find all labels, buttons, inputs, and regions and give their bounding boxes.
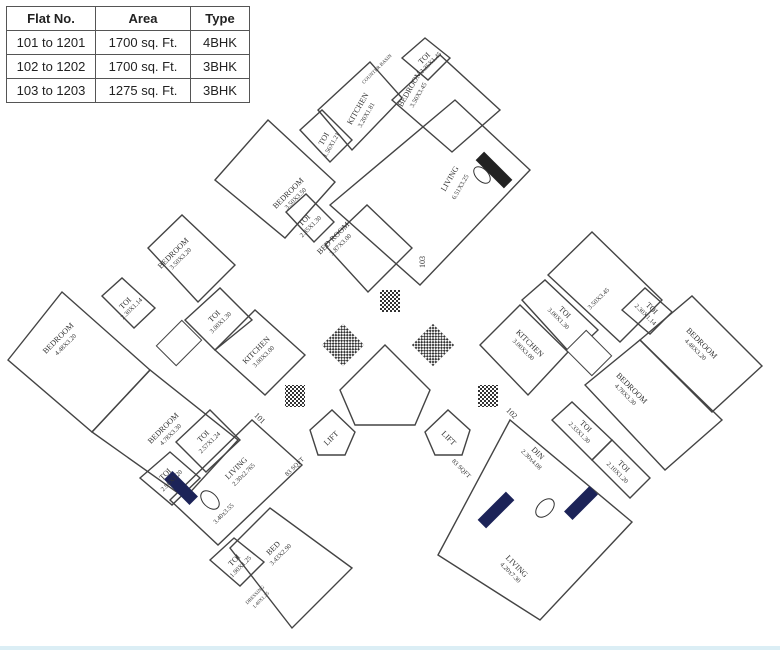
cell-flat-no: 103 to 1203 bbox=[6, 78, 96, 103]
hatched-duct bbox=[411, 323, 455, 367]
room-kitchen-103 bbox=[317, 61, 403, 152]
flat-spec-table: Flat No. Area Type 101 to 1201 1700 sq. … bbox=[6, 6, 250, 103]
room-bedroom-102c bbox=[583, 339, 724, 471]
room-living-102 bbox=[437, 418, 634, 621]
cell-type: 3BHK bbox=[190, 78, 250, 103]
lift-right bbox=[424, 409, 471, 456]
label-lift-right: LIFT bbox=[440, 429, 458, 447]
lift-left bbox=[309, 409, 356, 456]
flat-101 bbox=[7, 214, 354, 630]
table-header-row: Flat No. Area Type bbox=[6, 6, 250, 31]
sofa-icon bbox=[475, 151, 513, 189]
flat-103 bbox=[213, 37, 531, 294]
room-toi-103c bbox=[285, 193, 335, 244]
sofa-icon bbox=[164, 471, 198, 505]
room-bedroom-102b bbox=[638, 295, 764, 413]
room-bedroom-101c bbox=[90, 369, 240, 499]
hatched-duct bbox=[478, 385, 498, 407]
room-toi-102a bbox=[521, 279, 600, 357]
room-toi-101c bbox=[174, 409, 242, 473]
room-toi-101b bbox=[183, 287, 254, 351]
label-shaft-102: 83 SQFT bbox=[450, 458, 472, 480]
cell-flat-no: 101 to 1201 bbox=[6, 30, 96, 55]
room-bedroom-103b bbox=[213, 118, 336, 239]
room-toi-101e bbox=[208, 537, 266, 587]
room-kitchen-101 bbox=[213, 309, 307, 396]
table-icon bbox=[535, 498, 555, 518]
hatched-duct bbox=[321, 323, 365, 367]
sofa-icon bbox=[477, 491, 515, 529]
label-counter-basin: COUNTER BASIN bbox=[362, 54, 394, 86]
room-bedroom-101a bbox=[147, 214, 237, 304]
sofa-icon bbox=[564, 486, 598, 520]
room-toi-101a bbox=[100, 277, 157, 329]
core bbox=[285, 290, 498, 456]
header-flat-no: Flat No. bbox=[6, 6, 96, 31]
room-living-103 bbox=[328, 99, 531, 286]
dims-bedroom-102a: 3.50X3.45 bbox=[587, 287, 611, 311]
flat-number-102: 102 bbox=[504, 406, 519, 421]
flat-number-101: 101 bbox=[252, 411, 267, 426]
table-row: 102 to 1202 1700 sq. Ft. 3BHK bbox=[6, 54, 250, 79]
flat-number-103: 103 bbox=[418, 256, 427, 268]
room-toi-103b bbox=[299, 109, 353, 164]
dims-living-101b: 3.40x3.55 bbox=[212, 502, 235, 525]
header-area: Area bbox=[95, 6, 191, 31]
cell-flat-no: 102 to 1202 bbox=[6, 54, 96, 79]
room-bedroom-102a bbox=[546, 231, 663, 343]
hatched-duct bbox=[285, 385, 305, 407]
room-toi-102b bbox=[620, 287, 674, 335]
room-toi-101d bbox=[138, 451, 202, 506]
staircase bbox=[565, 329, 613, 377]
stair-core bbox=[339, 344, 431, 426]
table-row: 103 to 1203 1275 sq. Ft. 3BHK bbox=[6, 78, 250, 103]
table-icon bbox=[473, 166, 491, 184]
room-toi-102d bbox=[591, 439, 651, 499]
label-lift-left: LIFT bbox=[322, 429, 340, 447]
room-toi-103a bbox=[400, 37, 452, 81]
table-row: 101 to 1201 1700 sq. Ft. 4BHK bbox=[6, 30, 250, 55]
room-bedroom-103c bbox=[324, 204, 414, 294]
cell-type: 4BHK bbox=[190, 30, 250, 55]
bottom-edge bbox=[0, 646, 780, 650]
room-bedroom-103a bbox=[390, 54, 502, 153]
cell-area: 1275 sq. Ft. bbox=[95, 78, 191, 103]
table-icon bbox=[200, 490, 220, 510]
flat-102 bbox=[437, 231, 764, 621]
staircase bbox=[155, 319, 203, 367]
hatched-duct bbox=[380, 290, 400, 312]
cell-area: 1700 sq. Ft. bbox=[95, 54, 191, 79]
cell-type: 3BHK bbox=[190, 54, 250, 79]
room-living-101 bbox=[168, 419, 304, 546]
room-bed-101 bbox=[229, 507, 354, 630]
